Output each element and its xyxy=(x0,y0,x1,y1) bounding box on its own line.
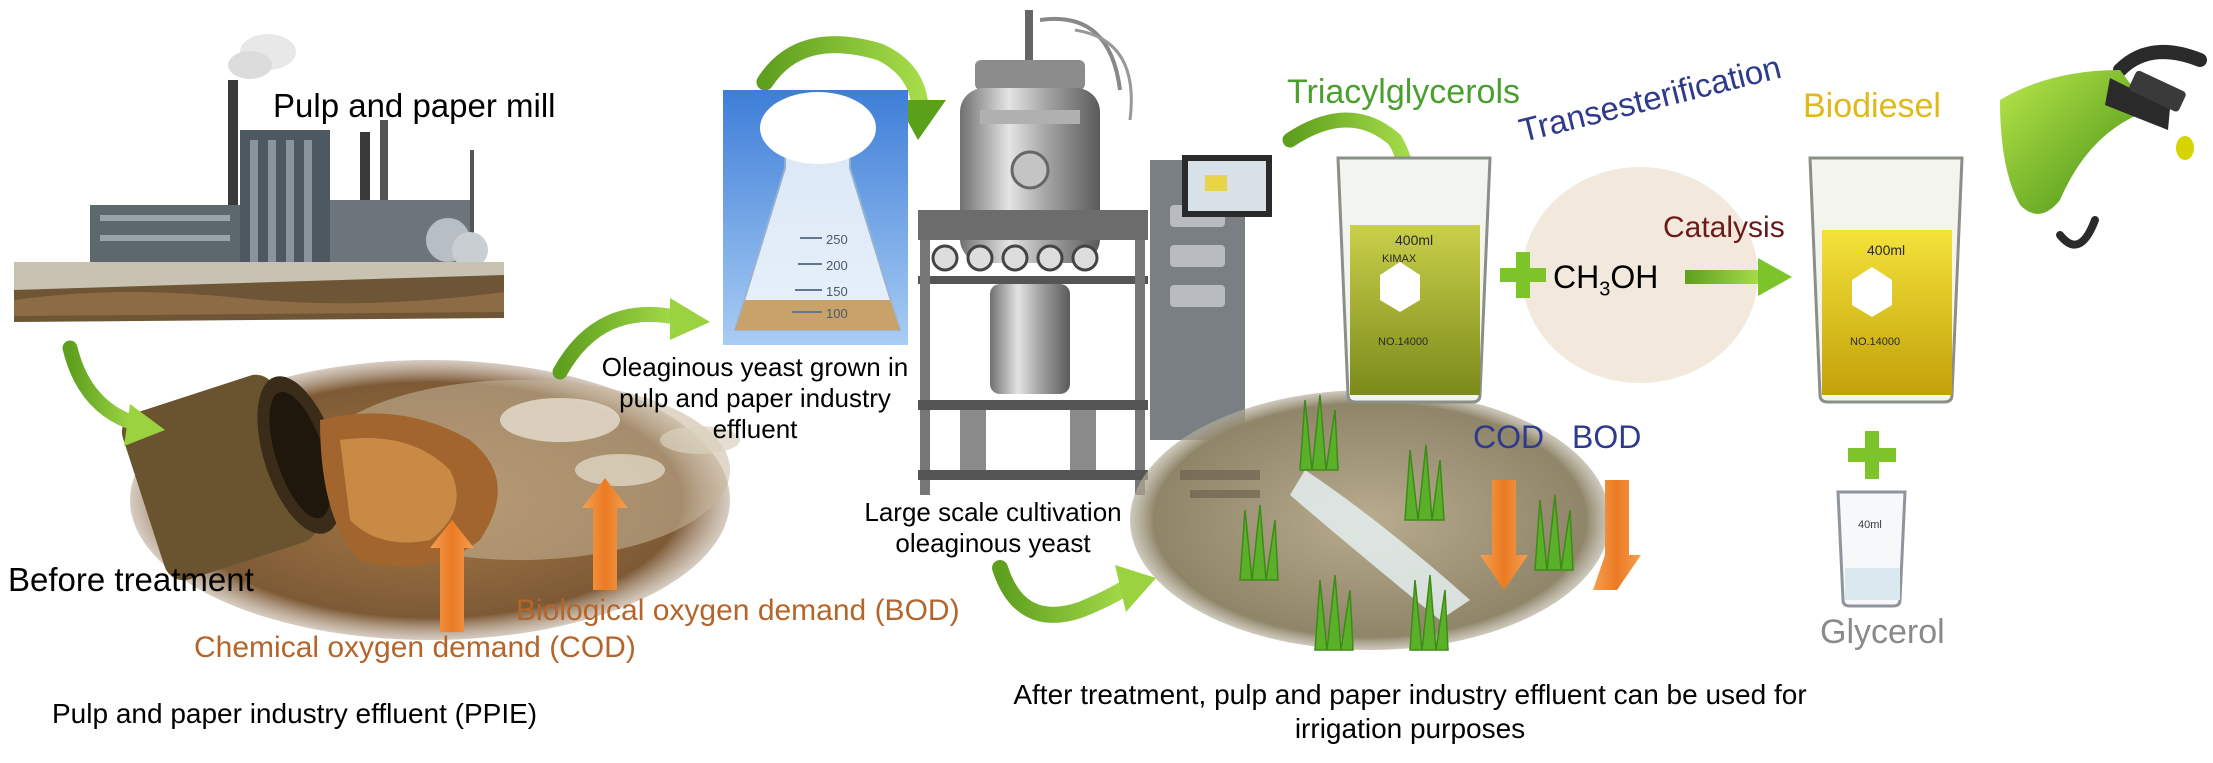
green-arrow-flask-to-reactor xyxy=(756,36,946,140)
fuel-nozzle-icon xyxy=(1978,45,2207,250)
before-treatment-label: Before treatment xyxy=(8,561,254,598)
biodiesel-label: Biodiesel xyxy=(1803,87,1941,125)
down-arrow-icon xyxy=(1593,480,1641,590)
pipe-icon xyxy=(121,360,740,640)
beaker-volume: 400ml xyxy=(1867,242,1905,258)
ppie-label: Pulp and paper industry effluent (PPIE) xyxy=(52,698,538,729)
green-arrow-effluent-to-flask xyxy=(552,298,710,380)
after-treatment-line: After treatment, pulp and paper industry… xyxy=(1013,679,1807,710)
beaker-icon: 400ml KIMAX NO.14000 xyxy=(1336,156,1492,404)
beaker-icon: 40ml xyxy=(1836,490,1907,608)
beaker-model: NO.14000 xyxy=(1378,336,1428,348)
flask-icon: 250 200 150 100 xyxy=(723,90,908,345)
green-arrow-reactor-to-irrigation xyxy=(992,560,1156,623)
yeast-label: Oleaginous yeast grown in pulp and paper… xyxy=(585,352,925,446)
yeast-label-line: pulp and paper industry xyxy=(619,383,891,414)
bod-short-label: BOD xyxy=(1572,419,1642,455)
large-scale-label-line: Large scale cultivation xyxy=(864,497,1122,527)
beaker-brand: KIMAX xyxy=(1382,253,1417,265)
mill-label: Pulp and paper mill xyxy=(273,87,556,124)
plus-icon xyxy=(1500,252,1546,298)
flask-mark: 200 xyxy=(826,258,848,273)
beaker-volume: 40ml xyxy=(1858,519,1882,531)
yeast-label-line: Oleaginous yeast grown in xyxy=(601,352,909,382)
glycerol-label: Glycerol xyxy=(1820,613,1945,651)
reaction-arrow-icon xyxy=(1685,258,1792,296)
methanol-label: CH3OH xyxy=(1553,258,1658,301)
beaker-icon: 400ml NO.14000 xyxy=(1808,156,1964,404)
methanol-main: CH xyxy=(1553,259,1600,295)
flask-mark: 100 xyxy=(826,306,848,321)
methanol-tail: OH xyxy=(1610,259,1659,295)
bod-long-label: Biological oxygen demand (BOD) xyxy=(516,594,960,627)
beaker-volume: 400ml xyxy=(1395,232,1433,248)
after-treatment-label: After treatment, pulp and paper industry… xyxy=(890,678,1930,745)
large-scale-label: Large scale cultivation oleaginous yeast xyxy=(838,497,1148,559)
cod-long-label: Chemical oxygen demand (COD) xyxy=(194,631,636,664)
plus-icon xyxy=(1848,431,1896,479)
after-treatment-line: irrigation purposes xyxy=(1294,712,1526,744)
flask-mark: 150 xyxy=(826,284,848,299)
grass-icon xyxy=(1239,394,1574,651)
bioreactor-icon xyxy=(918,10,1272,495)
down-arrow-icon xyxy=(1480,480,1528,590)
up-arrow-icon xyxy=(430,520,474,632)
large-scale-label-line: oleaginous yeast xyxy=(895,528,1091,559)
triacylglycerols-label: Triacylglycerols xyxy=(1287,73,1521,111)
cod-short-label: COD xyxy=(1473,419,1545,455)
irrigation-scene xyxy=(1130,390,1610,650)
factory-icon xyxy=(14,34,504,322)
catalysis-label: Catalysis xyxy=(1663,211,1785,244)
green-arrow-mill-to-effluent xyxy=(62,340,165,446)
reaction-bubble xyxy=(1522,167,1758,383)
beaker-model: NO.14000 xyxy=(1850,336,1900,348)
up-arrow-icon xyxy=(582,478,628,590)
methanol-subscript: 3 xyxy=(1599,278,1611,301)
flask-mark: 250 xyxy=(826,232,848,247)
yeast-label-line: effluent xyxy=(712,414,798,445)
